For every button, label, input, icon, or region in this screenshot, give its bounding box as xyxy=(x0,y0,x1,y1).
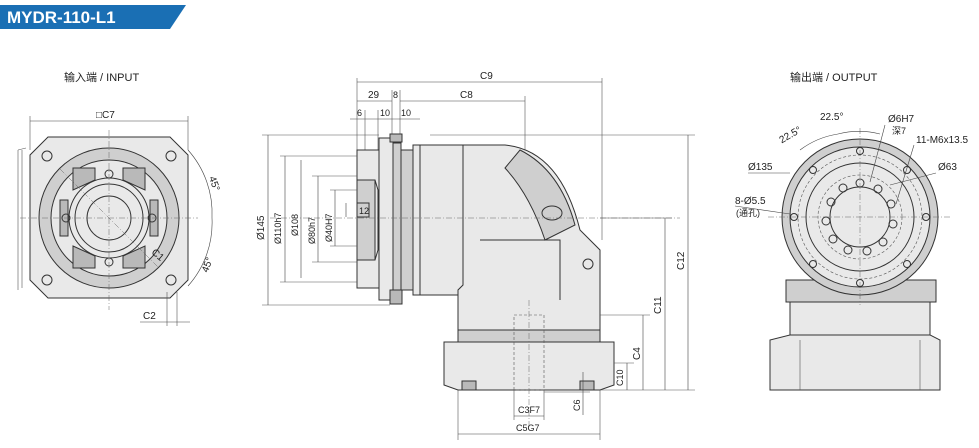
dim-29: 29 xyxy=(368,90,380,101)
dim-c8: C8 xyxy=(460,90,473,101)
input-label: 输入端 / INPUT xyxy=(64,70,139,84)
dim-c4: C4 xyxy=(632,347,643,360)
dim-d108: Ø108 xyxy=(290,214,300,236)
dim-d63: Ø63 xyxy=(938,162,957,173)
dim-8: 8 xyxy=(393,90,398,100)
dim-10b: 10 xyxy=(401,108,411,118)
dim-angle-a1: 22.5° xyxy=(778,125,804,146)
banner-shape xyxy=(0,5,186,29)
dim-c11: C11 xyxy=(653,296,664,314)
dim-d6h7: Ø6H7 xyxy=(888,114,915,125)
model-title: MYDR-110-L1 xyxy=(7,8,116,27)
dim-6: 6 xyxy=(357,108,362,118)
dim-c12: C12 xyxy=(676,251,687,270)
dim-angle-top: 45° xyxy=(206,175,222,193)
input-view: 输入端 / INPUT □C7 xyxy=(17,70,222,326)
output-view: 输出端 / OUTPUT xyxy=(734,70,969,391)
dim-c6: C6 xyxy=(572,399,582,411)
dim-c2: C2 xyxy=(143,311,156,322)
dim-d40: Ø40H7 xyxy=(324,213,334,242)
dim-square-c7: □C7 xyxy=(96,110,115,121)
dim-c9: C9 xyxy=(480,71,493,82)
dim-c3: C3F7 xyxy=(518,405,540,415)
dim-angle-bottom: 45° xyxy=(200,256,216,274)
dim-d110: Ø110h7 xyxy=(273,213,283,244)
dim-c10: C10 xyxy=(615,369,625,386)
dim-d145: Ø145 xyxy=(256,215,267,240)
dim-c5: C5G7 xyxy=(516,423,540,433)
model-banner: MYDR-110-L1 xyxy=(0,5,186,29)
side-view: C9 29 8 C8 6 10 10 xyxy=(256,71,695,440)
dim-holes: 8-Ø5.5 xyxy=(735,196,766,207)
dim-angle-a2: 22.5° xyxy=(820,112,843,123)
dim-deep7: 深7 xyxy=(892,126,906,136)
dim-d135: Ø135 xyxy=(748,162,773,173)
dim-12: 12 xyxy=(359,206,369,216)
dim-10a: 10 xyxy=(380,108,390,118)
output-label: 输出端 / OUTPUT xyxy=(790,70,878,84)
dim-thru: (通孔) xyxy=(736,208,760,218)
dim-thread: 11-M6x13.5 xyxy=(916,135,969,146)
dim-d80: Ø80h7 xyxy=(307,217,317,244)
